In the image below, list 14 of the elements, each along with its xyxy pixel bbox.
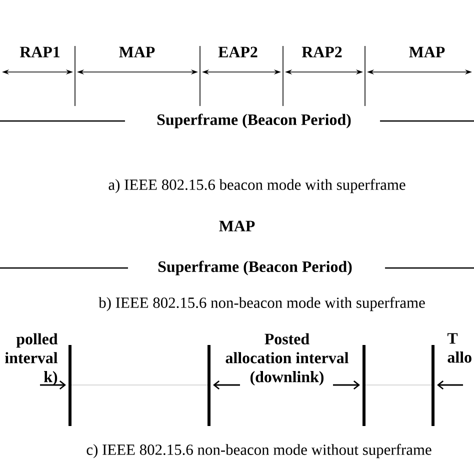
segment-label: RAP1 (20, 46, 60, 58)
interval-label: Posted allocation interval (downlink) (226, 333, 348, 386)
segment-label: RAP2 (302, 46, 342, 58)
segment-label: EAP2 (218, 46, 258, 58)
period-label: Superframe (Beacon Period) (157, 114, 351, 128)
caption: c) IEEE 802.15.6 non-beacon mode without superframe (86, 444, 432, 458)
segment-label: MAP (409, 46, 445, 58)
period-label: Superframe (Beacon Period) (158, 260, 352, 276)
interval-label: T allo (447, 333, 472, 363)
caption: b) IEEE 802.15.6 non-beacon mode with superframe (98, 296, 425, 312)
segment-label: MAP (219, 220, 255, 232)
caption: a) IEEE 802.15.6 beacon mode with superframe (108, 178, 406, 194)
segment-label: MAP (119, 46, 155, 58)
interval-label: polled interval k) (5, 333, 58, 386)
